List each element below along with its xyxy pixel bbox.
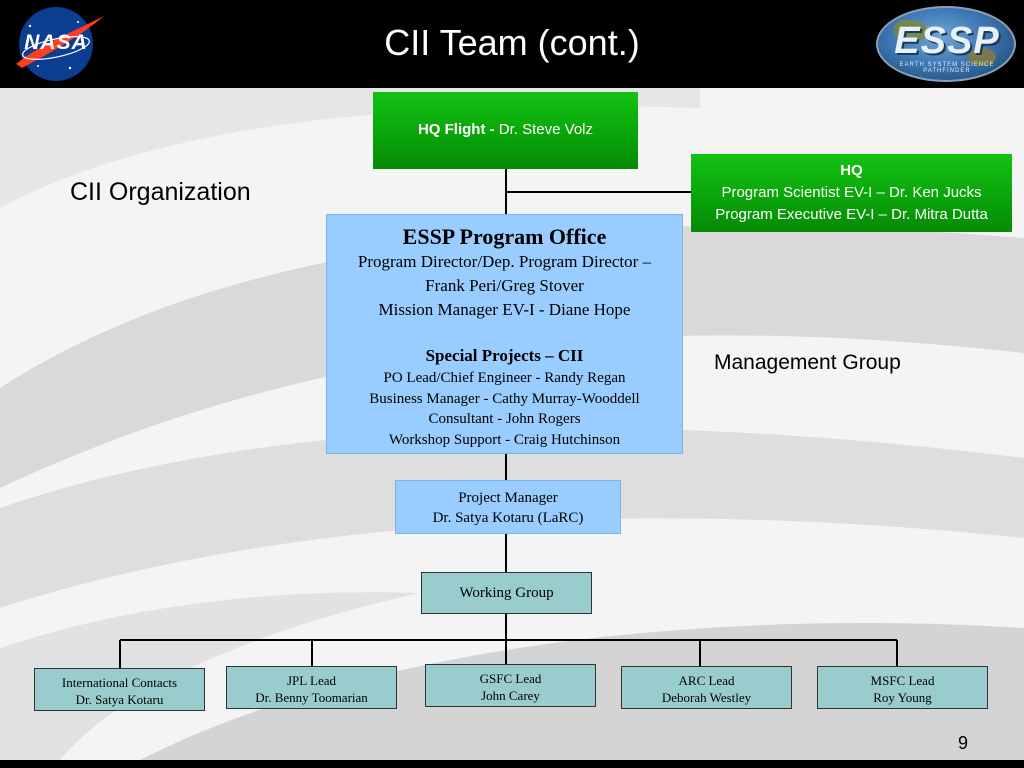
working-group-box: Working Group [421, 572, 592, 614]
consultant-line: Consultant - John Rogers [428, 411, 581, 427]
lead-name: John Carey [481, 688, 540, 703]
hq-flight-name: Dr. Steve Volz [498, 121, 594, 138]
lead-box-arc: ARC Lead Deborah Westley [621, 666, 792, 709]
nasa-logo-text: NASA [24, 31, 88, 54]
essp-logo-subtext: EARTH SYSTEM SCIENCE PATHFINDER [899, 62, 995, 74]
lead-box-msfc: MSFC Lead Roy Young [817, 666, 988, 709]
cii-organization-label: CII Organization [70, 178, 251, 206]
page-number: 9 [958, 733, 969, 753]
slide-header: NASA CII Team (cont.) ESSP EARTH SYSTEM … [0, 0, 1024, 88]
lead-title: MSFC Lead [870, 673, 935, 688]
lead-title: International Contacts [61, 675, 178, 690]
lead-title: ARC Lead [678, 673, 735, 688]
program-director-names: Frank Peri/Greg Stover [425, 276, 584, 295]
hq-flight-box: HQ Flight - Dr. Steve Volz [373, 92, 638, 169]
essp-logo-text: ESSP [894, 20, 1000, 62]
lead-box-jpl: JPL Lead Dr. Benny Toomarian [226, 666, 397, 709]
hq-program-executive: Program Executive EV-I – Dr. Mitra Dutta [715, 206, 988, 223]
working-group-label: Working Group [459, 585, 554, 601]
project-manager-title: Project Manager [458, 490, 558, 506]
lead-name: Dr. Benny Toomarian [255, 690, 368, 705]
management-group-label: Management Group [714, 351, 901, 374]
lead-name: Dr. Satya Kotaru [75, 692, 164, 707]
project-manager-box: Project Manager Dr. Satya Kotaru (LaRC) [395, 480, 621, 534]
program-director-line: Program Director/Dep. Program Director – [357, 252, 652, 271]
lead-title: JPL Lead [287, 673, 336, 688]
essp-logo: ESSP EARTH SYSTEM SCIENCE PATHFINDER [876, 6, 1018, 84]
program-office-box: ESSP Program Office Program Director/Dep… [326, 214, 683, 454]
hq-box: HQ Program Scientist EV-I – Dr. Ken Juck… [691, 154, 1012, 232]
hq-flight-label: HQ Flight - [417, 121, 499, 138]
slide-title: CII Team (cont.) [384, 22, 640, 63]
hq-program-scientist: Program Scientist EV-I – Dr. Ken Jucks [721, 184, 982, 201]
lead-name: Deborah Westley [661, 690, 752, 705]
nasa-logo: NASA [8, 4, 108, 84]
lead-box-gsfc: GSFC Lead John Carey [425, 664, 596, 707]
lead-box-international: International Contacts Dr. Satya Kotaru [34, 668, 205, 711]
hq-title: HQ [840, 162, 863, 179]
program-office-title: ESSP Program Office [402, 224, 607, 249]
workshop-support-line: Workshop Support - Craig Hutchinson [388, 431, 621, 448]
lead-name: Roy Young [873, 690, 932, 705]
po-lead-line: PO Lead/Chief Engineer - Randy Regan [383, 370, 626, 386]
footer-bar [0, 760, 1024, 768]
project-manager-name: Dr. Satya Kotaru (LaRC) [432, 510, 584, 526]
lead-title: GSFC Lead [479, 671, 542, 686]
mission-manager-line: Mission Manager EV-I - Diane Hope [378, 300, 631, 319]
special-projects-title: Special Projects – CII [425, 346, 584, 365]
business-manager-line: Business Manager - Cathy Murray-Wooddell [369, 390, 640, 407]
